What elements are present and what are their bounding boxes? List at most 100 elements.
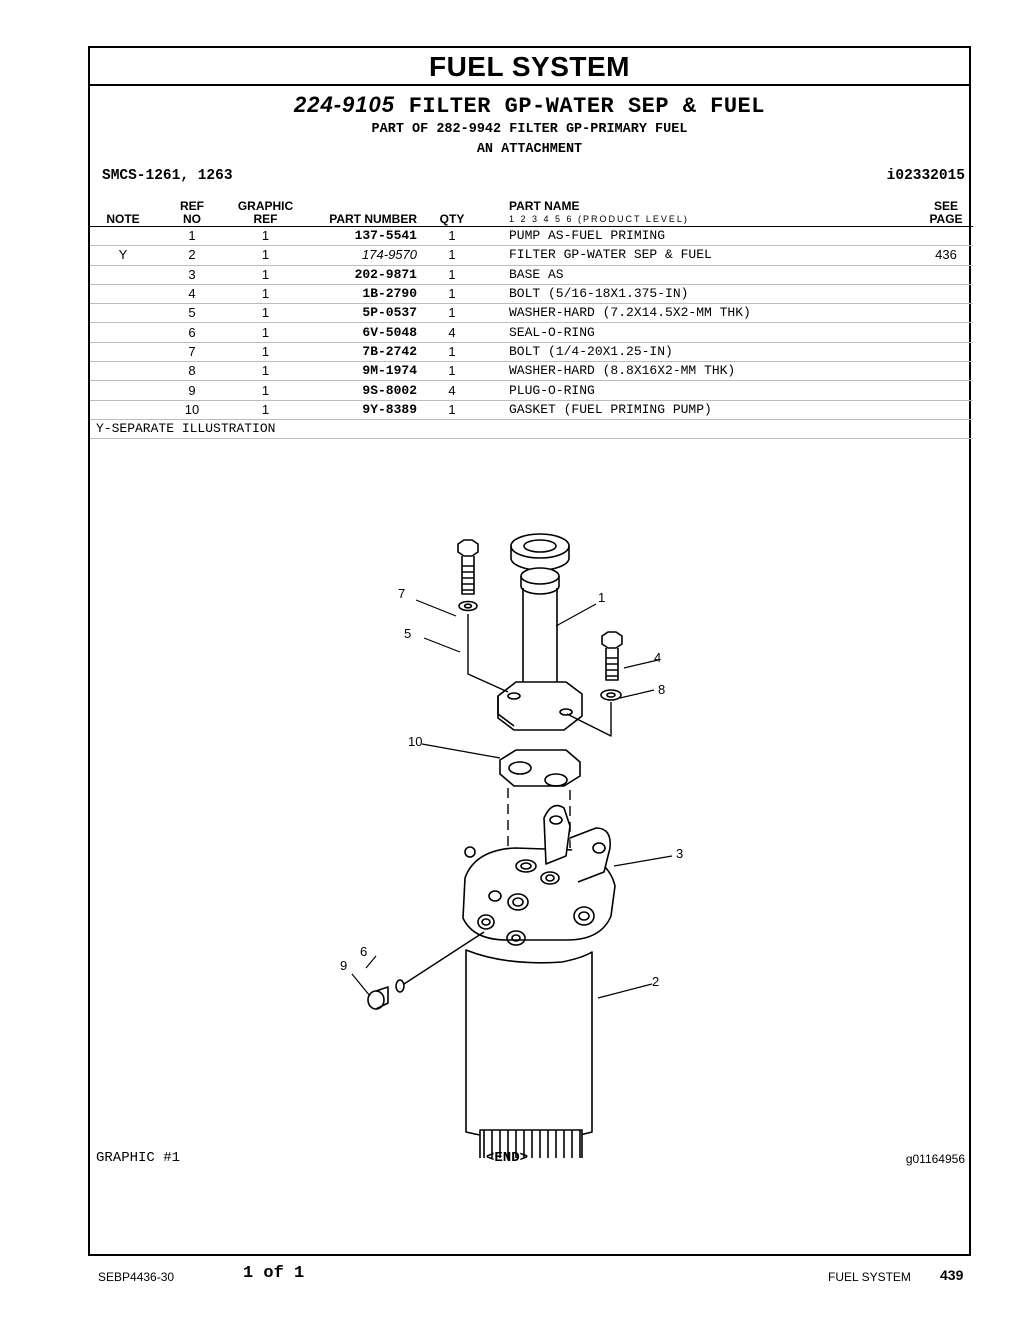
cell-qty: 4 xyxy=(423,380,481,401)
cell-see: 436 xyxy=(919,245,973,266)
cell-note xyxy=(90,284,156,305)
col-part-number: PART NUMBER xyxy=(303,194,423,227)
cell-ref: 3 xyxy=(156,265,228,285)
callout-10: 10 xyxy=(408,734,422,749)
illustration-id: i02332015 xyxy=(886,168,965,184)
cell-name: PUMP AS-FUEL PRIMING xyxy=(481,226,919,247)
cell-part-number[interactable]: 174-9570 xyxy=(303,245,423,266)
callout-3: 3 xyxy=(676,846,683,861)
plug-9-drawing xyxy=(367,986,389,1010)
cell-ref: 7 xyxy=(156,342,228,363)
cell-ref: 5 xyxy=(156,303,228,324)
col-qty: QTY xyxy=(423,194,481,227)
exploded-view-illustration: 7 5 1 4 8 10 3 2 6 9 xyxy=(340,533,683,1158)
cell-note xyxy=(90,380,156,401)
cell-see xyxy=(919,303,973,324)
cell-part-number: 9M-1974 xyxy=(303,361,423,382)
bolt-7-drawing xyxy=(457,539,479,595)
cell-part-number: 1B-2790 xyxy=(303,284,423,305)
cell-graphic: 1 xyxy=(228,226,303,247)
cell-ref: 6 xyxy=(156,322,228,343)
cell-part-number: 202-9871 xyxy=(303,265,423,285)
cell-see xyxy=(919,380,973,401)
cell-qty: 1 xyxy=(423,265,481,285)
cell-part-number: 137-5541 xyxy=(303,226,423,247)
cell-note xyxy=(90,361,156,382)
cell-graphic: 1 xyxy=(228,245,303,266)
callout-5: 5 xyxy=(404,626,411,641)
callout-4: 4 xyxy=(654,650,661,665)
filter-2-drawing xyxy=(465,949,593,1158)
cell-ref: 9 xyxy=(156,380,228,401)
cell-name: WASHER-HARD (7.2X14.5X2-MM THK) xyxy=(481,303,919,324)
cell-note xyxy=(90,303,156,324)
callout-7: 7 xyxy=(398,586,405,601)
callout-6: 6 xyxy=(360,944,367,959)
cell-ref: 2 xyxy=(156,245,228,266)
footer-page-of: 1 of 1 xyxy=(243,1264,305,1283)
cell-note xyxy=(90,342,156,363)
seal-6-drawing xyxy=(395,979,405,993)
footer-section: FUEL SYSTEM xyxy=(828,1270,911,1284)
group-part-number: 224-9105 xyxy=(294,92,395,117)
callout-1: 1 xyxy=(598,590,605,605)
cell-part-number: 6V-5048 xyxy=(303,322,423,343)
cell-part-number: 7B-2742 xyxy=(303,342,423,363)
cell-note xyxy=(90,322,156,343)
cell-name: BOLT (1/4-20X1.25-IN) xyxy=(481,342,919,363)
cell-part-number: 9Y-8389 xyxy=(303,400,423,420)
smcs-codes: SMCS-1261, 1263 xyxy=(102,168,233,184)
callout-8: 8 xyxy=(658,682,665,697)
cell-part-number: 9S-8002 xyxy=(303,380,423,401)
cell-ref: 1 xyxy=(156,226,228,247)
cell-qty: 1 xyxy=(423,303,481,324)
graphic-id: g01164956 xyxy=(905,1152,965,1166)
cell-qty: 1 xyxy=(423,284,481,305)
cell-name: GASKET (FUEL PRIMING PUMP) xyxy=(481,400,919,420)
cell-name: PLUG-O-RING xyxy=(481,380,919,401)
part-of-line: PART OF 282-9942 FILTER GP-PRIMARY FUEL xyxy=(371,122,688,137)
graphic-label: GRAPHIC #1 xyxy=(96,1150,181,1166)
cell-see xyxy=(919,265,973,285)
cell-qty: 1 xyxy=(423,342,481,363)
cell-graphic: 1 xyxy=(228,265,303,285)
cell-name: FILTER GP-WATER SEP & FUEL xyxy=(481,245,919,266)
cell-note xyxy=(90,226,156,247)
cell-qty: 1 xyxy=(423,226,481,247)
cell-see xyxy=(919,400,973,420)
bolt-4-drawing xyxy=(601,631,623,681)
cell-note xyxy=(90,400,156,420)
pump-flange-drawing xyxy=(497,681,583,731)
table-footnote-row: Y-SEPARATE ILLUSTRATION xyxy=(90,419,973,440)
pump-1-drawing xyxy=(510,533,570,702)
cell-ref: 8 xyxy=(156,361,228,382)
cell-qty: 1 xyxy=(423,400,481,420)
cell-see xyxy=(919,322,973,343)
cell-graphic: 1 xyxy=(228,380,303,401)
cell-note: Y xyxy=(90,245,156,266)
callout-9: 9 xyxy=(340,958,347,973)
cell-graphic: 1 xyxy=(228,322,303,343)
footer-page-number: 439 xyxy=(940,1267,964,1283)
col-note: NOTE xyxy=(90,194,156,227)
cell-ref: 10 xyxy=(156,400,228,420)
footer-doc-number: SEBP4436-30 xyxy=(98,1270,175,1284)
group-header: 224-9105 FILTER GP-WATER SEP & FUEL PART… xyxy=(90,86,969,196)
cell-note xyxy=(90,265,156,285)
page-frame: FUEL SYSTEM 224-9105 FILTER GP-WATER SEP… xyxy=(88,46,973,1256)
cell-qty: 4 xyxy=(423,322,481,343)
gasket-10-drawing xyxy=(499,749,581,787)
cell-ref: 4 xyxy=(156,284,228,305)
base-3-drawing xyxy=(462,804,616,946)
table-footnote: Y-SEPARATE ILLUSTRATION xyxy=(90,419,973,440)
cell-graphic: 1 xyxy=(228,342,303,363)
product-level-label: 1 2 3 4 5 6 (PRODUCT LEVEL) xyxy=(509,214,689,224)
cell-name: WASHER-HARD (8.8X16X2-MM THK) xyxy=(481,361,919,382)
cell-name: BASE AS xyxy=(481,265,919,285)
